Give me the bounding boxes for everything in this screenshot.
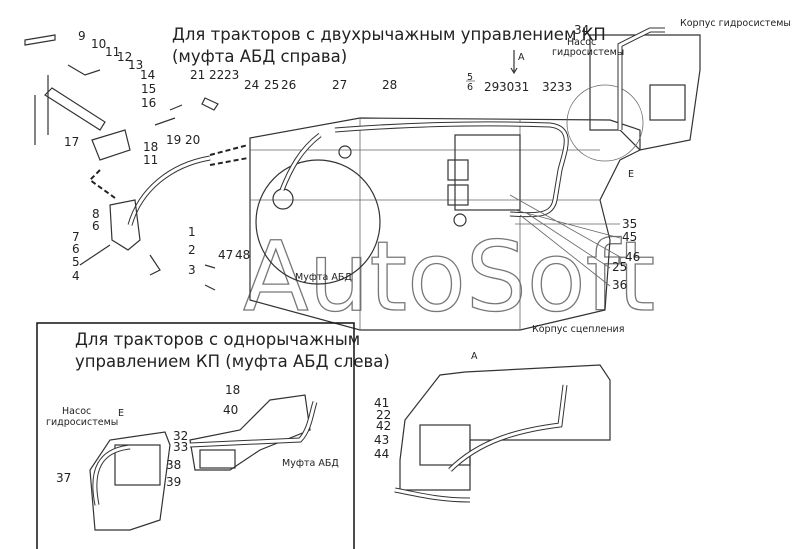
inset-frame: [36, 322, 355, 549]
control-linkage-drawing: [24, 34, 249, 291]
transmission-housing-drawing: [249, 27, 701, 331]
callout: 30: [499, 80, 514, 94]
callout: 11: [105, 45, 120, 59]
callout: 40: [223, 403, 238, 417]
callout: 25: [612, 260, 627, 274]
inset-abd-clutch-label: Муфта АБД: [282, 458, 339, 469]
callout: 43: [374, 433, 389, 447]
callout: 33: [557, 80, 572, 94]
callout: 6: [72, 242, 80, 256]
clutch-housing-label: Корпус сцепления: [532, 324, 624, 335]
section-e-label: E: [628, 169, 634, 180]
callout: 45: [622, 230, 637, 244]
callout: 9: [78, 29, 86, 43]
callout: 35: [622, 217, 637, 231]
callout: 19: [166, 133, 181, 147]
callout: 36: [612, 278, 627, 292]
inset-title-line1: Для тракторов с однорычажным: [75, 330, 360, 349]
callout: 38: [166, 458, 181, 472]
hydraulic-housing-label: Корпус гидросистемы: [680, 18, 791, 29]
abd-clutch-label: Муфта АБД: [295, 272, 352, 283]
callout: 15: [141, 82, 156, 96]
pump-label-line2: гидросистемы: [552, 47, 624, 58]
callout: 17: [64, 135, 79, 149]
callout: 34: [574, 23, 589, 37]
callout: 6: [92, 219, 100, 233]
callout: 16: [141, 96, 156, 110]
callout: 33: [173, 440, 188, 454]
callout: 18: [225, 383, 240, 397]
callout: 37: [56, 471, 71, 485]
callout: 14: [140, 68, 155, 82]
main-title-line1: Для тракторов с двухрычажным управлением…: [172, 25, 606, 44]
callout: 39: [166, 475, 181, 489]
callout: 13: [128, 58, 143, 72]
callout: 31: [514, 80, 529, 94]
inset-pump-label-line1: Насос: [62, 406, 91, 417]
callout: 46: [625, 250, 640, 264]
callout: 20: [185, 133, 200, 147]
callout: 22: [209, 68, 224, 82]
callout: 47: [218, 248, 233, 262]
callout: 12: [117, 50, 132, 64]
callout: 41: [374, 396, 389, 410]
callout: 26: [281, 78, 296, 92]
inset-pump-label-line2: гидросистемы: [46, 417, 118, 428]
callout: 32: [173, 429, 188, 443]
view-a-title: A: [471, 351, 478, 362]
inset-callouts: 32 33 37 38 39 18 40: [56, 383, 240, 489]
callout: 8: [92, 207, 100, 221]
callout: 21: [190, 68, 205, 82]
callout: 24: [244, 78, 259, 92]
section-5: 5: [467, 72, 473, 83]
callout: 11: [143, 153, 158, 167]
callout: 2: [188, 243, 196, 257]
callout: 48: [235, 248, 250, 262]
inset-drawing: [89, 394, 318, 531]
callout: 23: [224, 68, 239, 82]
pump-label-line1: Насос: [567, 37, 596, 48]
callout: 44: [374, 447, 389, 461]
view-a-drawing: [394, 364, 611, 503]
callout: 29: [484, 80, 499, 94]
inset-section-e-label: E: [118, 408, 124, 419]
section-6: 6: [467, 82, 473, 93]
callout: 10: [91, 37, 106, 51]
callout: 42: [376, 419, 391, 433]
callout: 25: [264, 78, 279, 92]
view-a-callouts: 41 22 42 43 44: [374, 396, 391, 461]
inset-title-line2: управлением КП (муфта АБД слева): [75, 352, 390, 371]
callout: 32: [542, 80, 557, 94]
callout: 28: [382, 78, 397, 92]
callout: 3: [188, 263, 196, 277]
main-title-line2: (муфта АБД справа): [172, 47, 347, 66]
callout: 27: [332, 78, 347, 92]
callout: 4: [72, 269, 80, 283]
main-callouts: 9 10 11 12 13 14 15 16 17 18 11 21 22 23…: [64, 23, 640, 292]
callout: 18: [143, 140, 158, 154]
callout: 5: [72, 255, 80, 269]
callout: 22: [376, 408, 391, 422]
callout: 7: [72, 230, 80, 244]
callout: 1: [188, 225, 196, 239]
view-arrow-label: A: [518, 52, 525, 63]
